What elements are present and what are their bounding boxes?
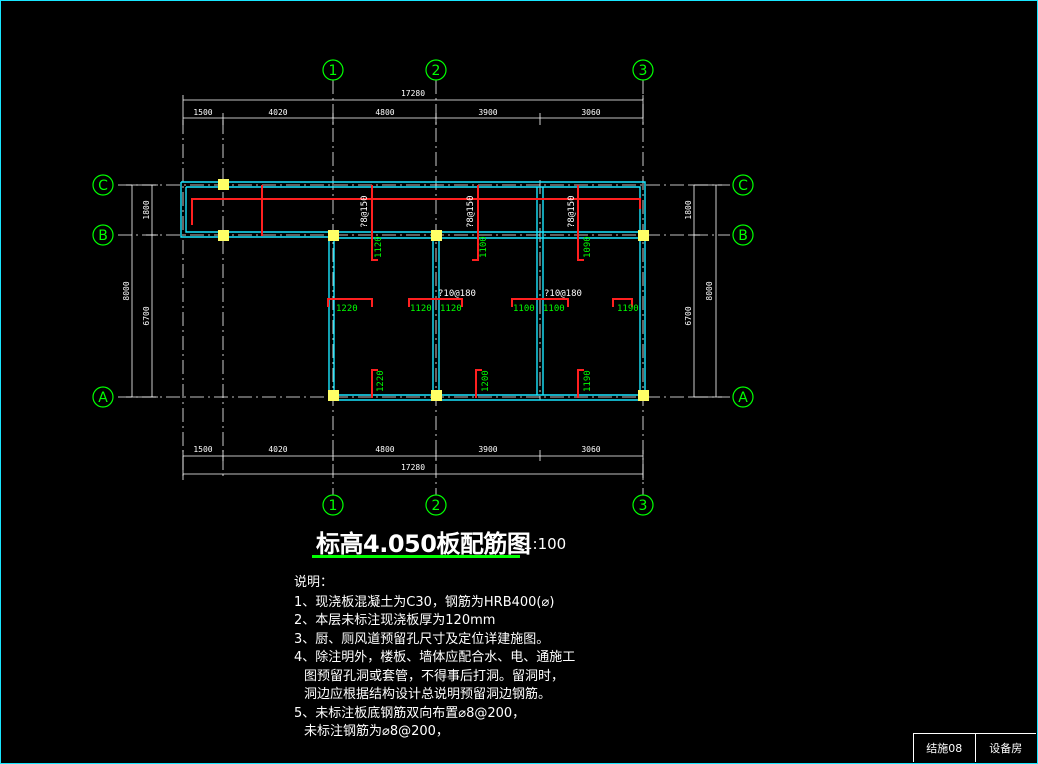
axis-label-left-a: A xyxy=(98,390,108,406)
axis-label-left-b: B xyxy=(98,228,108,244)
rebar-top-len-2: 1100 xyxy=(479,236,489,258)
note-line: 未标注钢筋为⌀8@200， xyxy=(304,724,449,739)
grid-lines xyxy=(118,80,730,495)
title-block: 结施08 设备房 xyxy=(913,733,1036,762)
rebar xyxy=(191,185,641,398)
axis-label-right-a: A xyxy=(738,390,748,406)
axis-bubbles xyxy=(92,59,754,516)
dim-bottom-3: 4800 xyxy=(375,445,394,454)
dim-top-2: 4020 xyxy=(268,108,287,117)
dim-right-1: 1800 xyxy=(684,200,693,219)
dim-bottom-1: 1500 xyxy=(193,445,212,454)
axis-label-top-2: 2 xyxy=(432,63,441,79)
rebar-mid-len-3: 1120 xyxy=(440,304,462,314)
dim-bottom-4: 3900 xyxy=(478,445,497,454)
title-underline xyxy=(312,555,520,558)
rebar-mid-len-5: 1100 xyxy=(543,304,565,314)
sheet-name: 设备房 xyxy=(989,742,1023,755)
note-line: 图预留孔洞或套管，不得事后打洞。留洞时， xyxy=(304,668,565,684)
dim-left-1: 1800 xyxy=(142,200,151,219)
axis-label-left-c: C xyxy=(98,178,108,194)
rebar-mid-len-1: 1220 xyxy=(336,304,358,314)
dim-top-total: 17280 xyxy=(401,89,425,98)
rebar-top-spec-3: ?8@150 xyxy=(567,195,577,228)
dim-bottom-total: 17280 xyxy=(401,463,425,472)
rebar-mid-spec-2: ?10@180 xyxy=(544,289,582,299)
dim-top-5: 3060 xyxy=(581,108,600,117)
rebar-mid-len-6: 1190 xyxy=(617,304,639,314)
rebar-top-spec-1: ?8@150 xyxy=(360,195,370,228)
rebar-mid-len-2: 1120 xyxy=(410,304,432,314)
dim-top-1: 1500 xyxy=(193,108,212,117)
note-line: 1、现浇板混凝土为C30，钢筋为HRB400(⌀) xyxy=(294,594,555,610)
dim-left-total: 8000 xyxy=(122,281,131,300)
columns xyxy=(218,179,649,401)
rebar-top-len-3: 1090 xyxy=(583,236,593,258)
rebar-mid-spec-1: ?10@180 xyxy=(438,289,476,299)
rebar-bot-len-3: 1190 xyxy=(583,370,593,392)
axis-label-right-c: C xyxy=(738,178,748,194)
axis-label-top-3: 3 xyxy=(639,63,648,79)
note-line: 洞边应根据结构设计总说明预留洞边钢筋。 xyxy=(304,687,552,702)
rebar-bot-len-1: 1220 xyxy=(376,370,386,392)
rebar-bot-len-2: 1200 xyxy=(481,370,491,392)
rebar-top-len-1: 1120 xyxy=(374,236,384,258)
axis-label-bottom-2: 2 xyxy=(432,498,441,514)
dim-bottom-2: 4020 xyxy=(268,445,287,454)
dim-right-2: 6700 xyxy=(684,306,693,325)
dim-bottom-5: 3060 xyxy=(581,445,600,454)
axis-label-bottom-1: 1 xyxy=(329,498,338,514)
drawing-scale: 1:100 xyxy=(523,535,567,553)
note-line: 5、未标注板底钢筋双向布置⌀8@200， xyxy=(294,705,526,721)
dim-top-3: 4800 xyxy=(375,108,394,117)
note-line: 2、本层未标注现浇板厚为120mm xyxy=(294,613,496,628)
dimension-lines xyxy=(126,95,722,480)
dim-right-total: 8000 xyxy=(705,281,714,300)
general-notes: 说明： 1、现浇板混凝土为C30，钢筋为HRB400(⌀) 2、本层未标注现浇板… xyxy=(294,574,575,742)
notes-heading: 说明： xyxy=(294,575,334,590)
rebar-mid-len-4: 1100 xyxy=(513,304,535,314)
dim-left-2: 6700 xyxy=(142,306,151,325)
axis-label-right-b: B xyxy=(738,228,748,244)
note-line: 3、厨、厕风道预留孔尺寸及定位详建施图。 xyxy=(294,631,550,647)
rebar-top-spec-2: ?8@150 xyxy=(466,195,476,228)
sheet-number: 结施08 xyxy=(914,734,976,762)
note-line: 4、除注明外，楼板、墙体应配合水、电、通施工 xyxy=(294,650,576,665)
dim-top-4: 3900 xyxy=(478,108,497,117)
axis-label-bottom-3: 3 xyxy=(639,498,648,514)
drawing-title: 标高4.050板配筋图 xyxy=(316,530,531,558)
axis-label-top-1: 1 xyxy=(329,63,338,79)
